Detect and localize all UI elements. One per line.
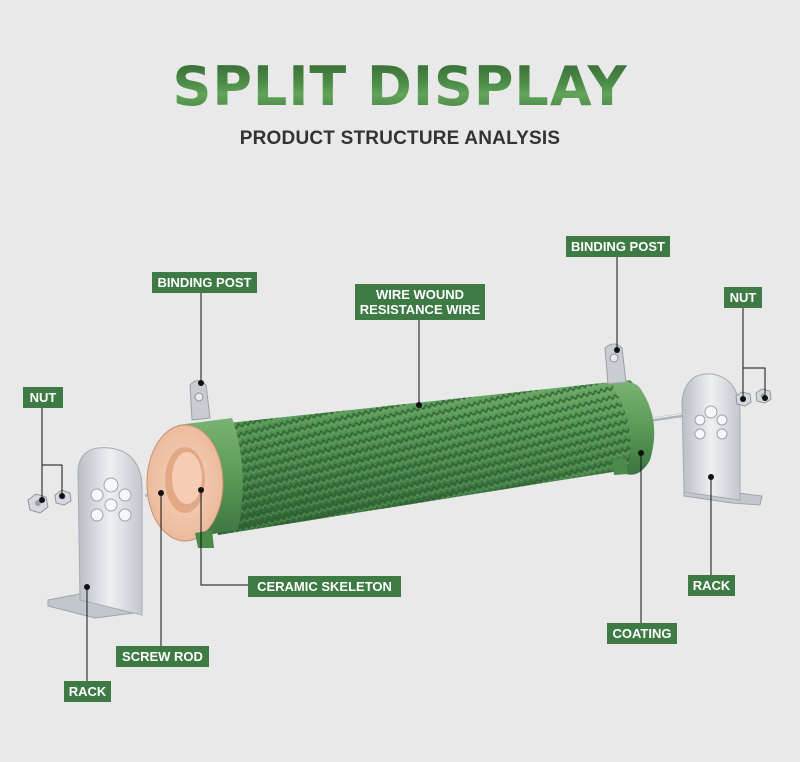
leader-dots: [39, 347, 768, 590]
label-nut-left: NUT: [23, 387, 63, 408]
label-wire-wound-line2: RESISTANCE WIRE: [359, 302, 481, 317]
label-binding-post-right: BINDING POST: [566, 236, 670, 257]
rack-left-shape: [47, 447, 143, 619]
label-binding-post-left: BINDING POST: [152, 272, 257, 293]
label-coating: COATING: [607, 623, 677, 644]
rack-right-shape: [681, 373, 763, 506]
page-subtitle: PRODUCT STRUCTURE ANALYSIS: [239, 128, 561, 149]
nut-left-shape: [27, 489, 72, 514]
label-rack-right: RACK: [688, 575, 735, 596]
label-wire-wound: WIRE WOUND RESISTANCE WIRE: [355, 284, 485, 320]
label-nut-right: NUT: [724, 287, 762, 308]
binding-post-left-shape: [189, 380, 211, 421]
binding-post-right-shape: [604, 343, 627, 385]
label-screw-rod: SCREW ROD: [116, 646, 209, 667]
resistor-body: [178, 380, 655, 538]
ceramic-skeleton-end: [146, 424, 224, 542]
label-ceramic-skeleton: CERAMIC SKELETON: [248, 576, 401, 597]
page-title: SPLIT DISPLAY: [0, 52, 800, 122]
label-wire-wound-line1: WIRE WOUND: [375, 287, 465, 302]
label-rack-left: RACK: [64, 681, 111, 702]
